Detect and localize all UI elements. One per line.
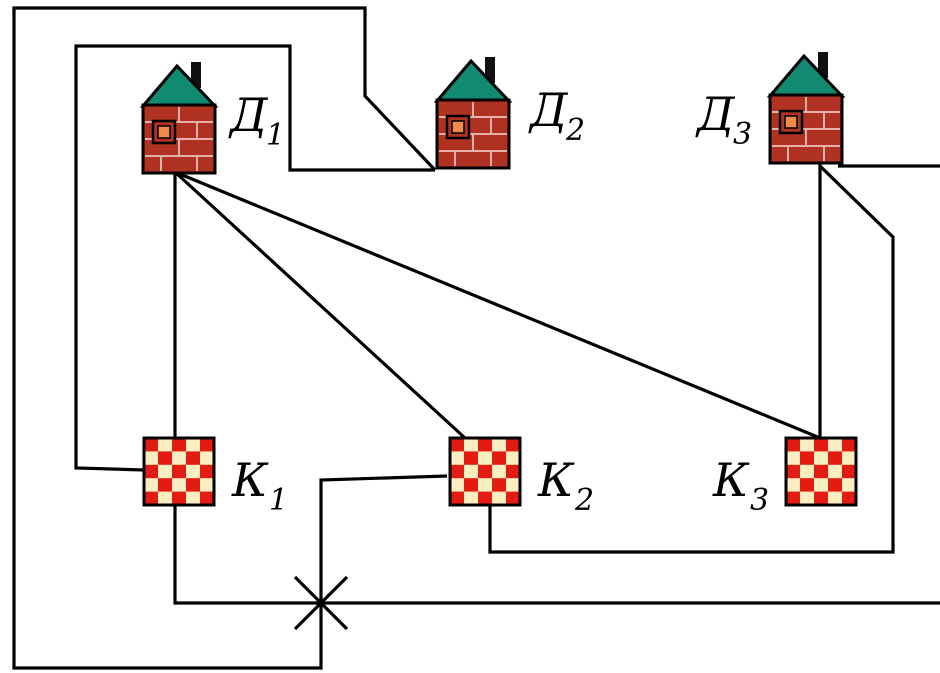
well-k1-icon bbox=[142, 436, 216, 507]
well-k3-icon bbox=[784, 436, 858, 507]
paths bbox=[12, 6, 940, 670]
house-label-d2: Д 2 bbox=[528, 83, 585, 148]
path-k1-east bbox=[173, 505, 940, 605]
svg-text:3: 3 bbox=[733, 117, 752, 152]
well-label-k1: К 1 bbox=[231, 453, 288, 518]
well-label-k2: К 2 bbox=[537, 453, 594, 518]
svg-text:2: 2 bbox=[565, 113, 585, 148]
svg-text:1: 1 bbox=[266, 118, 285, 153]
well-k2-icon bbox=[448, 436, 522, 507]
crossing-mark-icon bbox=[293, 575, 349, 631]
svg-text:Д: Д bbox=[228, 88, 269, 142]
well-label-k3: К 3 bbox=[712, 453, 769, 518]
svg-text:К: К bbox=[712, 453, 750, 507]
house-d3-icon bbox=[768, 50, 844, 165]
house-d1-icon bbox=[141, 60, 217, 175]
svg-text:2: 2 bbox=[574, 483, 594, 518]
house-d2-icon bbox=[435, 55, 511, 170]
path-d1-k2 bbox=[173, 170, 467, 440]
svg-text:К: К bbox=[231, 453, 269, 507]
house-label-d1: Д 1 bbox=[228, 88, 285, 153]
svg-text:3: 3 bbox=[750, 483, 769, 518]
path-d1-k3 bbox=[174, 170, 821, 440]
svg-text:Д: Д bbox=[528, 83, 569, 137]
path-d3-k2 bbox=[488, 164, 895, 554]
svg-text:К: К bbox=[537, 453, 575, 507]
svg-text:Д: Д bbox=[695, 87, 736, 141]
path-d2-k1 bbox=[74, 44, 435, 472]
svg-text:1: 1 bbox=[269, 483, 288, 518]
house-label-d3: Д 3 bbox=[695, 87, 752, 152]
path-d2-k2 bbox=[12, 6, 448, 670]
